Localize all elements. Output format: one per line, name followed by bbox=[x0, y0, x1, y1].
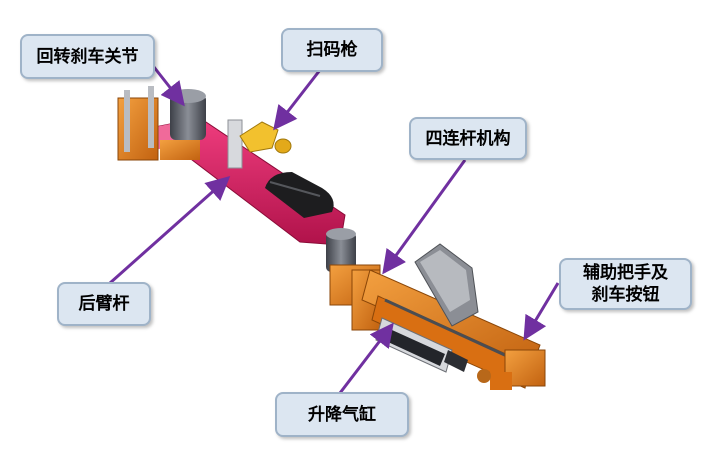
leader-rear-arm bbox=[109, 176, 231, 285]
leader-aux-handle-brake-button bbox=[523, 282, 560, 341]
label-four-bar-linkage-text: 四连杆机构 bbox=[425, 128, 511, 149]
label-rear-arm: 后臂杆 bbox=[57, 282, 151, 326]
leader-lift-cylinder bbox=[338, 322, 394, 394]
label-slewing-brake-joint: 回转刹车关节 bbox=[20, 34, 155, 79]
label-rear-arm-text: 后臂杆 bbox=[78, 294, 130, 314]
auxiliary-handle-assembly bbox=[477, 349, 546, 390]
label-lift-cylinder-text: 升降气缸 bbox=[308, 404, 376, 425]
label-slewing-brake-joint-text: 回转刹车关节 bbox=[36, 46, 139, 67]
leader-barcode-scanner bbox=[273, 69, 322, 131]
label-barcode-scanner: 扫码枪 bbox=[281, 28, 383, 72]
barcode-scanner-device bbox=[239, 121, 292, 154]
leader-slewing-brake-joint bbox=[148, 61, 185, 107]
label-aux-handle-brake-button-text: 辅助把手及刹车按钮 bbox=[583, 263, 668, 305]
label-four-bar-linkage: 四连杆机构 bbox=[409, 117, 527, 160]
lift-cylinder-assembly bbox=[375, 317, 468, 373]
label-barcode-scanner-text: 扫码枪 bbox=[306, 40, 358, 60]
leader-four-bar-linkage bbox=[382, 159, 467, 275]
leader-lines bbox=[109, 61, 560, 394]
label-aux-handle-brake-button: 辅助把手及刹车按钮 bbox=[559, 258, 692, 310]
label-lift-cylinder: 升降气缸 bbox=[275, 392, 409, 437]
arm-cover-block bbox=[265, 172, 334, 218]
four-bar-linkage-assembly bbox=[361, 243, 541, 389]
